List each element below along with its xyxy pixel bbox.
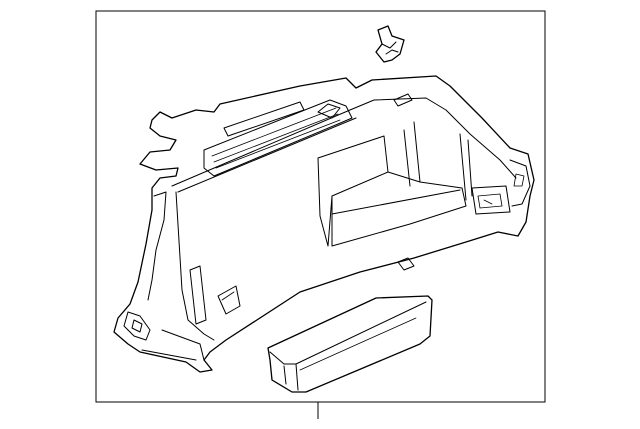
clip-icon (375, 25, 405, 63)
diagram-frame (95, 10, 546, 403)
quarter-trim-panel-icon (113, 75, 535, 373)
storage-cover-icon (267, 295, 433, 393)
